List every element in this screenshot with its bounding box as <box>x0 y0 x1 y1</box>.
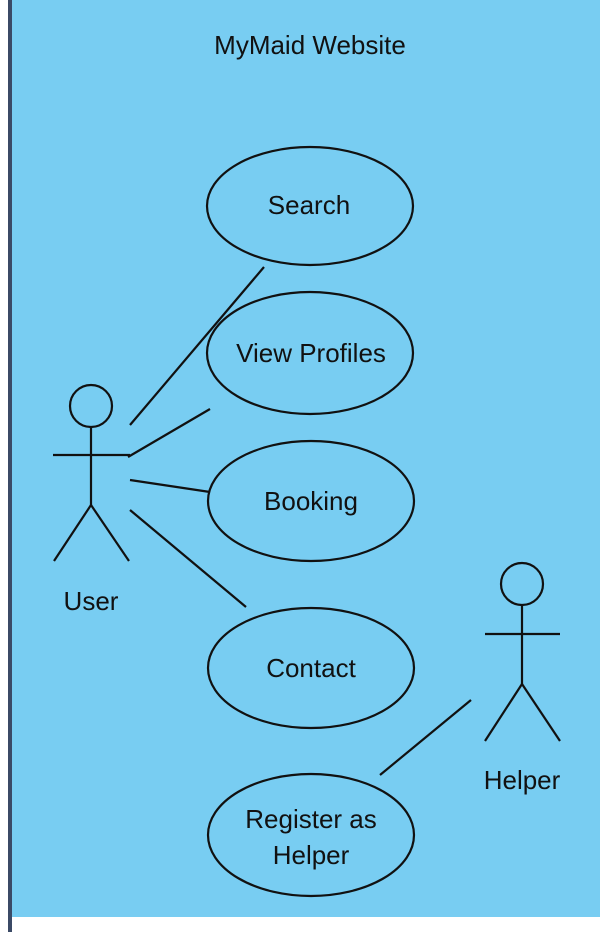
actor-user-right-leg <box>90 504 130 562</box>
use-case-register-ellipse <box>206 772 416 898</box>
actor-helper-label: Helper <box>484 765 561 795</box>
use-case-view-profiles-label: View Profiles <box>236 338 386 368</box>
actor-user-label: User <box>64 586 119 616</box>
actor-helper-left-leg <box>484 683 523 742</box>
actor-user[interactable]: User <box>53 383 130 616</box>
use-case-register-label-line1: Register as <box>245 804 377 834</box>
use-case-booking[interactable]: Booking <box>206 439 416 563</box>
use-case-contact[interactable]: Contact <box>206 606 416 730</box>
system-title: MyMaid Website <box>214 30 406 60</box>
actor-user-head <box>68 383 114 429</box>
actor-helper-head <box>499 561 545 607</box>
use-case-contact-ellipse <box>206 606 416 730</box>
association-user-search <box>129 266 265 426</box>
association-helper-register <box>379 699 472 776</box>
association-user-booking <box>129 478 211 494</box>
use-case-booking-ellipse <box>206 439 416 563</box>
helper-stick-figure-icon <box>484 561 561 742</box>
use-case-register-as-helper[interactable]: Register as Helper <box>206 772 416 898</box>
association-user-contact <box>129 509 247 608</box>
use-case-view-profiles-ellipse <box>205 290 415 416</box>
use-case-search-ellipse <box>205 145 415 267</box>
actor-user-left-leg <box>53 504 92 562</box>
use-case-register-label-line2: Helper <box>273 840 350 870</box>
use-case-view-profiles[interactable]: View Profiles <box>205 290 415 416</box>
use-case-search[interactable]: Search <box>205 145 415 267</box>
use-case-search-label: Search <box>268 190 350 220</box>
use-case-booking-label: Booking <box>264 486 358 516</box>
actor-helper[interactable]: Helper <box>484 561 561 795</box>
use-case-contact-label: Contact <box>266 653 356 683</box>
user-stick-figure-icon <box>53 383 130 562</box>
actor-helper-right-leg <box>521 683 561 742</box>
system-border-bar <box>8 0 12 932</box>
association-user-view-profiles <box>127 408 211 458</box>
